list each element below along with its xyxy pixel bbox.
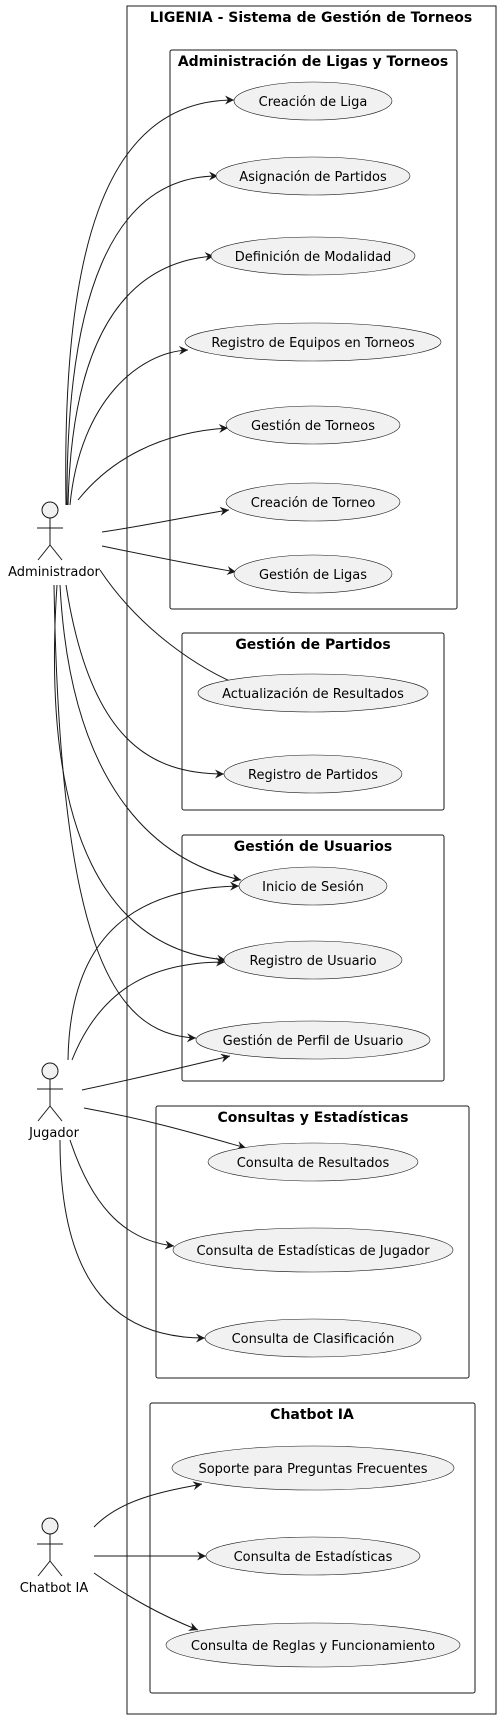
use-case-uc10[interactable]: Inicio de Sesión (238, 866, 388, 906)
use-case-ellipse (184, 322, 442, 362)
use-case-label: Registro de Partidos (248, 768, 378, 783)
association-admin-to-uc10 (59, 584, 242, 883)
use-case-label: Consulta de Resultados (237, 1156, 390, 1171)
actor-stick-figure-icon (37, 1517, 63, 1577)
use-case-uc14[interactable]: Consulta de Estadísticas de Jugador (172, 1227, 454, 1273)
use-case-ellipse (195, 1020, 431, 1060)
svg-text:Administración de Ligas y Torn: Administración de Ligas y Torneos (178, 54, 448, 70)
use-case-ellipse (197, 673, 429, 713)
association-jugador-to-uc10 (67, 881, 240, 1061)
use-case-label: Creación de Liga (259, 95, 368, 110)
system-title: LIGENIA - Sistema de Gestión de Torneos (150, 10, 473, 26)
svg-text:Chatbot IA: Chatbot IA (270, 1407, 354, 1423)
use-case-label: Consulta de Estadísticas (234, 1550, 393, 1565)
system-boundary (126, 5, 497, 1715)
actor-label: Jugador (28, 1126, 79, 1141)
use-case-label: Actualización de Resultados (222, 687, 404, 702)
use-case-label: Gestión de Perfil de Usuario (223, 1034, 404, 1049)
use-case-uc4[interactable]: Registro de Equipos en Torneos (184, 322, 442, 362)
use-case-label: Consulta de Reglas y Funcionamiento (191, 1639, 435, 1654)
association-admin-to-uc5 (77, 424, 229, 501)
use-case-uc18[interactable]: Consulta de Reglas y Funcionamiento (165, 1622, 461, 1668)
package-admin-ligas: Administración de Ligas y Torneos (169, 49, 458, 610)
association-chatbot-to-uc18 (93, 1572, 199, 1631)
use-case-ellipse (172, 1227, 454, 1273)
use-case-ellipse (204, 1318, 422, 1358)
use-case-label: Definición de Modalidad (235, 250, 392, 265)
association-jugador-to-uc14 (69, 1139, 175, 1250)
actor-administrador[interactable]: Administrador (8, 501, 101, 580)
use-case-ellipse (233, 81, 393, 121)
actor-stick-figure-icon (37, 1062, 63, 1122)
associations (53, 95, 247, 1631)
association-jugador-to-uc13 (83, 1107, 247, 1150)
use-case-ellipse (210, 236, 416, 276)
use-case-ellipse (171, 1445, 455, 1491)
svg-text:Consultas y Estadísticas: Consultas y Estadísticas (217, 1110, 408, 1126)
use-case-uc15[interactable]: Consulta de Clasificación (204, 1318, 422, 1358)
svg-text:Gestión de Partidos: Gestión de Partidos (235, 637, 390, 653)
use-case-uc16[interactable]: Soporte para Preguntas Frecuentes (171, 1445, 455, 1491)
use-case-uc5[interactable]: Gestión de Torneos (225, 405, 401, 445)
association-admin-to-uc1 (65, 95, 235, 506)
use-case-label: Registro de Usuario (249, 954, 376, 969)
association-admin-to-uc2 (66, 171, 219, 506)
use-case-label: Asignación de Partidos (239, 170, 387, 185)
use-case-label: Registro de Equipos en Torneos (211, 336, 414, 351)
use-case-uc3[interactable]: Definición de Modalidad (210, 236, 416, 276)
use-case-uc1[interactable]: Creación de Liga (233, 81, 393, 121)
association-admin-to-uc3 (67, 252, 215, 506)
association-admin-to-uc6 (101, 506, 230, 533)
association-jugador-to-uc11 (71, 957, 226, 1061)
use-case-label: Consulta de Estadísticas de Jugador (196, 1244, 430, 1259)
package-partidos: Gestión de Partidos (181, 632, 445, 811)
actor-jugador[interactable]: Jugador (28, 1062, 80, 1141)
association-jugador-to-uc12 (81, 1053, 231, 1091)
association-admin-to-uc9 (65, 584, 225, 779)
use-case-uc8[interactable]: Actualización de Resultados (197, 673, 429, 713)
use-case-ellipse (238, 866, 388, 906)
use-case-label: Soporte para Preguntas Frecuentes (198, 1462, 427, 1477)
use-case-ellipse (233, 554, 393, 594)
actor-label: Chatbot IA (20, 1581, 89, 1596)
actor-chatbot-ia[interactable]: Chatbot IA (20, 1517, 89, 1596)
use-case-uc13[interactable]: Consulta de Resultados (207, 1142, 419, 1182)
use-case-label: Inicio de Sesión (262, 880, 364, 895)
use-case-uc17[interactable]: Consulta de Estadísticas (205, 1536, 421, 1576)
use-case-label: Gestión de Ligas (259, 568, 367, 583)
association-admin-to-uc7 (101, 545, 237, 575)
actor-stick-figure-icon (37, 501, 63, 561)
svg-text:Gestión de Usuarios: Gestión de Usuarios (234, 839, 392, 855)
actor-label: Administrador (8, 565, 100, 580)
association-admin-to-uc12 (53, 584, 197, 1043)
use-case-ellipse (223, 754, 403, 794)
use-case-ellipse (205, 1536, 421, 1576)
use-case-ellipse (225, 405, 401, 445)
association-admin-to-uc4 (69, 345, 189, 506)
association-admin-to-uc8 (99, 569, 245, 688)
use-case-ellipse (215, 156, 411, 196)
association-chatbot-to-uc16 (93, 1481, 203, 1528)
use-case-ellipse (223, 940, 403, 980)
use-case-uc7[interactable]: Gestión de Ligas (233, 554, 393, 594)
use-case-label: Consulta de Clasificación (232, 1332, 395, 1347)
use-case-uc11[interactable]: Registro de Usuario (223, 940, 403, 980)
use-case-ellipse (165, 1622, 461, 1668)
use-case-label: Creación de Torneo (251, 496, 376, 511)
use-case-uc6[interactable]: Creación de Torneo (225, 482, 401, 522)
use-case-uc12[interactable]: Gestión de Perfil de Usuario (195, 1020, 431, 1060)
use-case-ellipse (207, 1142, 419, 1182)
package-usuarios: Gestión de Usuarios (181, 834, 445, 1082)
association-jugador-to-uc15 (59, 1139, 206, 1343)
use-case-uc9[interactable]: Registro de Partidos (223, 754, 403, 794)
use-case-ellipse (225, 482, 401, 522)
use-case-uc2[interactable]: Asignación de Partidos (215, 156, 411, 196)
association-admin-to-uc11 (54, 584, 227, 964)
use-case-label: Gestión de Torneos (251, 419, 375, 434)
package-chatbot: Chatbot IA (149, 1402, 476, 1694)
